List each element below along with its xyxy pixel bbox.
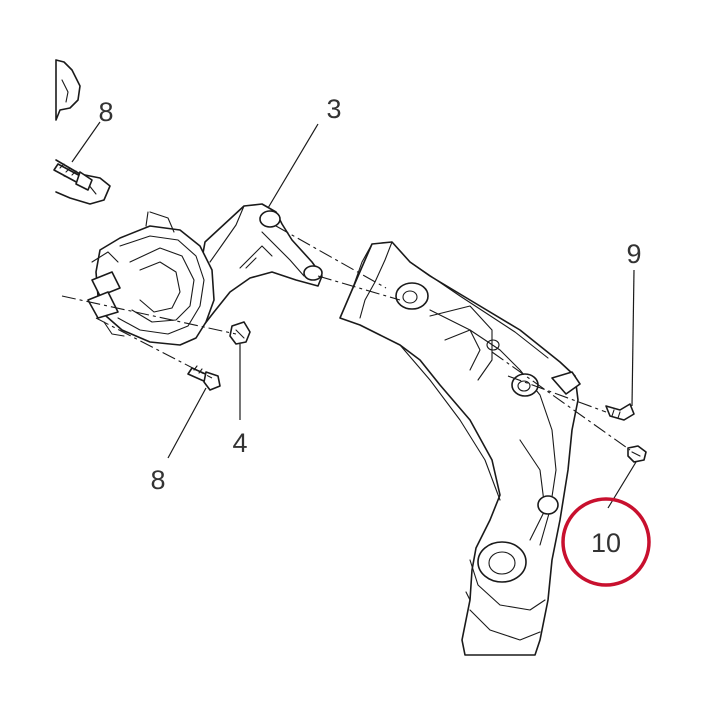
bolt-4 bbox=[229, 321, 251, 345]
callout-4: 4 bbox=[232, 428, 247, 458]
bolt-10 bbox=[627, 445, 647, 463]
callout-8-bottom: 8 bbox=[150, 465, 165, 495]
housing-part bbox=[87, 211, 215, 346]
leader-8-top bbox=[71, 121, 101, 163]
highlight-ring bbox=[561, 497, 651, 587]
bolt-9 bbox=[605, 403, 635, 421]
frame-part bbox=[339, 241, 581, 656]
leader-3 bbox=[267, 123, 319, 209]
leader-9 bbox=[631, 269, 635, 407]
leader-8-bottom bbox=[167, 387, 207, 459]
alignment-lines bbox=[61, 225, 631, 451]
callout-9: 9 bbox=[626, 239, 641, 269]
bolt-8-top bbox=[53, 163, 93, 191]
bracket-part-3 bbox=[179, 203, 323, 341]
bolt-8-bottom bbox=[187, 365, 221, 391]
callout-10: 10 bbox=[591, 528, 621, 558]
leader-lines bbox=[71, 121, 637, 509]
callout-3: 3 bbox=[326, 94, 341, 124]
callout-8-top: 8 bbox=[98, 97, 113, 127]
